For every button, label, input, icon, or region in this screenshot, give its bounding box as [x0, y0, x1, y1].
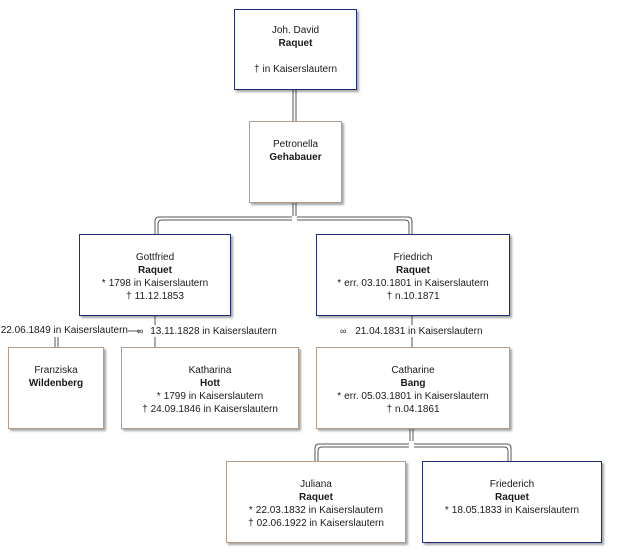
given-name: Katharina	[188, 365, 232, 376]
person-box-petronella[interactable]: Petronella Gehabauer	[249, 121, 342, 203]
death-icon: †	[248, 518, 254, 529]
death-line: †n.10.1871	[386, 291, 440, 302]
person-box-katharina[interactable]: Katharina Hott *1799 in Kaiserslautern †…	[121, 347, 299, 429]
person-box-gottfried[interactable]: Gottfried Raquet *1798 in Kaiserslautern…	[79, 234, 231, 316]
surname: Raquet	[278, 38, 313, 49]
surname: Gehabauer	[269, 152, 322, 163]
birth-icon: *	[101, 278, 106, 289]
death-line: †02.06.1922 in Kaiserslautern	[248, 518, 384, 529]
birth-icon: *	[337, 391, 342, 402]
death-icon: †	[386, 404, 393, 415]
death-line: †in Kaiserslautern	[253, 64, 338, 75]
given-name: Juliana	[300, 479, 332, 490]
marriage-icon: ∞	[340, 326, 347, 336]
birth-line: *18.05.1833 in Kaiserslautern	[444, 505, 580, 516]
birth-line: *err. 03.10.1801 in Kaiserslautern	[337, 278, 489, 289]
surname: Bang	[400, 378, 426, 389]
given-name: Gottfried	[135, 252, 175, 263]
surname: Hott	[200, 378, 220, 389]
given-name: Franziska	[34, 365, 78, 376]
person-box-friedrich[interactable]: Friedrich Raquet *err. 03.10.1801 in Kai…	[316, 234, 510, 316]
surname: Raquet	[299, 492, 333, 503]
marriage-label-friedrich-catharine: ∞ 21.04.1831 in Kaiserslautern	[340, 326, 483, 337]
birth-icon: *	[444, 505, 449, 516]
death-line: †24.09.1846 in Kaiserslautern	[142, 404, 278, 415]
birth-line: *1799 in Kaiserslautern	[156, 391, 264, 402]
given-name: Petronella	[272, 139, 319, 150]
death-icon: †	[253, 64, 260, 75]
death-icon: †	[142, 404, 148, 415]
person-box-joh-david[interactable]: Joh. David Raquet †in Kaiserslautern	[234, 9, 357, 90]
given-name: Joh. David	[271, 25, 320, 36]
given-name: Catharine	[391, 365, 435, 376]
birth-line: *22.03.1832 in Kaiserslautern	[248, 505, 384, 516]
given-name: Friederich	[489, 479, 535, 490]
person-box-catharine[interactable]: Catharine Bang *err. 05.03.1801 in Kaise…	[316, 347, 510, 429]
surname: Raquet	[495, 492, 529, 503]
surname: Wildenberg	[28, 378, 84, 389]
surname: Raquet	[396, 265, 430, 276]
birth-icon: *	[248, 505, 253, 516]
death-line: †n.04.1861	[386, 404, 440, 415]
death-line: †11.12.1853	[126, 291, 184, 302]
death-icon: †	[126, 291, 132, 302]
marriage-icon: ∞	[137, 326, 144, 336]
person-box-friederich[interactable]: Friederich Raquet *18.05.1833 in Kaisers…	[422, 461, 602, 543]
birth-line: *err. 05.03.1801 in Kaiserslautern	[337, 391, 489, 402]
birth-icon: *	[156, 391, 161, 402]
death-icon: †	[386, 291, 393, 302]
marriage-label-gottfried-franziska: 22.06.1849 in Kaiserslautern	[0, 325, 128, 336]
given-name: Friedrich	[393, 252, 433, 263]
person-box-franziska[interactable]: Franziska Wildenberg	[8, 347, 104, 429]
birth-icon: *	[337, 278, 342, 289]
person-box-juliana[interactable]: Juliana Raquet *22.03.1832 in Kaiserslau…	[226, 461, 406, 543]
birth-line: *1798 in Kaiserslautern	[101, 278, 209, 289]
marriage-label-gottfried-katharina: ∞ 13.11.1828 in Kaiserslautern	[137, 326, 277, 337]
surname: Raquet	[138, 265, 172, 276]
